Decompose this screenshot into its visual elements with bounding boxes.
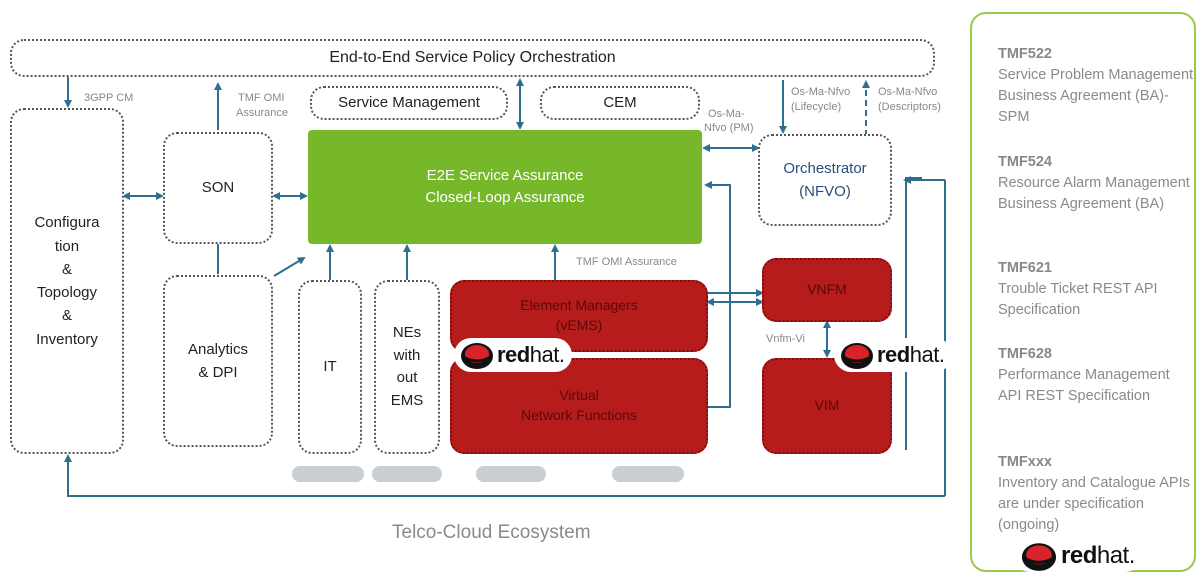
analytics-dpi-box: Analytics & DPI	[163, 275, 273, 447]
cem-box: CEM	[540, 86, 700, 120]
cloud-decoration	[372, 466, 442, 482]
arrow-analytics-assurance	[273, 256, 306, 277]
service-management-box: Service Management	[310, 86, 508, 120]
element-managers-box: Element Managers (vEMS)	[450, 280, 708, 352]
arrow-vim-to-nfvo	[905, 177, 921, 450]
tmf-description: Resource Alarm Management Business Agree…	[998, 175, 1190, 213]
label-osma-descriptors-2: (Descriptors)	[878, 101, 941, 113]
redhat-hat-icon	[461, 343, 493, 369]
label-vnfm-vi: Vnfm-Vi	[766, 333, 805, 345]
assurance-title: E2E Service Assurance	[426, 166, 584, 184]
tmf-item: TMF522 Service Problem Management Busine…	[998, 44, 1194, 128]
tmf-description: Trouble Ticket REST API Specification	[998, 281, 1158, 319]
arrow-vnf-to-assurance	[704, 181, 731, 408]
vnf-label-2: Network Functions	[521, 407, 637, 423]
tmf-description: Performance Management API REST Specific…	[998, 367, 1170, 405]
son-box: SON	[163, 132, 273, 244]
cloud-decoration	[476, 466, 546, 482]
cloud-decoration	[292, 466, 364, 482]
label-osma-pm: Os-Ma-	[708, 108, 745, 120]
label-osma-pm-2: Nfvo (PM)	[704, 122, 754, 134]
redhat-logo: redhat.	[834, 338, 953, 372]
config-line: Topology	[36, 284, 98, 301]
dpi-label: & DPI	[198, 364, 238, 381]
config-line: Configura	[34, 214, 100, 232]
tmf-item: TMFxxx Inventory and Catalogue APIs are …	[998, 452, 1194, 536]
tmf-item: TMF628 Performance Management API REST S…	[998, 344, 1194, 407]
vems-label: (vEMS)	[555, 317, 603, 333]
orchestration-bar: End-to-End Service Policy Orchestration	[10, 39, 935, 77]
nes-line: NEs	[392, 324, 422, 341]
label-osma-lifecycle-2: (Lifecycle)	[791, 101, 842, 113]
config-line: Inventory	[36, 330, 98, 348]
it-box: IT	[298, 280, 362, 454]
orchestrator-label: Orchestrator	[783, 159, 867, 177]
analytics-label: Analytics	[187, 340, 249, 358]
e2e-service-assurance-box: E2E Service Assurance Closed-Loop Assura…	[308, 130, 702, 244]
config-line: &	[61, 260, 72, 278]
tmf-description: Service Problem Management Business Agre…	[998, 67, 1194, 126]
tmf-title: TMF522	[998, 46, 1052, 62]
redhat-hat-icon	[1021, 543, 1057, 571]
tmf-standards-panel	[970, 12, 1196, 572]
configuration-topology-inventory-box: Configura tion & Topology & Inventory	[10, 108, 124, 454]
nes-line: with	[393, 346, 421, 364]
redhat-wordmark: redhat.	[497, 342, 565, 367]
tmf-title: TMF628	[998, 346, 1052, 362]
nfvo-label: (NFVO)	[799, 183, 851, 200]
tmf-description: Inventory and Catalogue APIs are under s…	[998, 475, 1190, 534]
nes-line: out	[396, 369, 418, 386]
redhat-hat-icon	[841, 343, 873, 369]
label-osma-lifecycle: Os-Ma-Nfvo	[791, 86, 851, 98]
label-tmf-omi-assurance-lower: TMF OMI Assurance	[576, 256, 677, 268]
element-managers-label: Element Managers	[520, 297, 638, 314]
vnfm-box: VNFM	[762, 258, 892, 322]
tmf-item: TMF524 Resource Alarm Management Busines…	[998, 152, 1194, 215]
virtual-network-functions-box: Virtual Network Functions	[450, 358, 708, 454]
redhat-logo: redhat.	[1014, 540, 1141, 572]
redhat-wordmark: redhat.	[877, 342, 945, 367]
orchestrator-nfvo-box: Orchestrator (NFVO)	[758, 134, 892, 226]
config-line: &	[61, 307, 72, 325]
tmf-title: TMF621	[998, 260, 1052, 276]
label-3gpp-cm: 3GPP CM	[84, 92, 134, 104]
cloud-decoration	[612, 466, 684, 482]
config-line: tion	[54, 237, 80, 255]
redhat-wordmark: redhat.	[1061, 542, 1135, 569]
nes-without-ems-box: NEs with out EMS	[374, 280, 440, 454]
vnf-label-1: Virtual	[559, 387, 599, 404]
ecosystem-caption: Telco-Cloud Ecosystem	[392, 522, 591, 543]
assurance-subtitle: Closed-Loop Assurance	[425, 189, 585, 206]
arrow-bottom-loop-to-config	[64, 454, 945, 497]
vim-box: VIM	[762, 358, 892, 454]
tmf-title: TMF524	[998, 154, 1052, 170]
tmf-item: TMF621 Trouble Ticket REST API Specifica…	[998, 258, 1194, 321]
label-tmf-omi-assurance: Assurance	[236, 107, 288, 119]
redhat-logo: redhat.	[454, 338, 573, 372]
label-tmf-omi: TMF OMI	[238, 92, 285, 104]
tmf-title: TMFxxx	[998, 454, 1052, 470]
label-osma-descriptors: Os-Ma-Nfvo	[878, 86, 938, 98]
nes-line: EMS	[390, 391, 424, 409]
